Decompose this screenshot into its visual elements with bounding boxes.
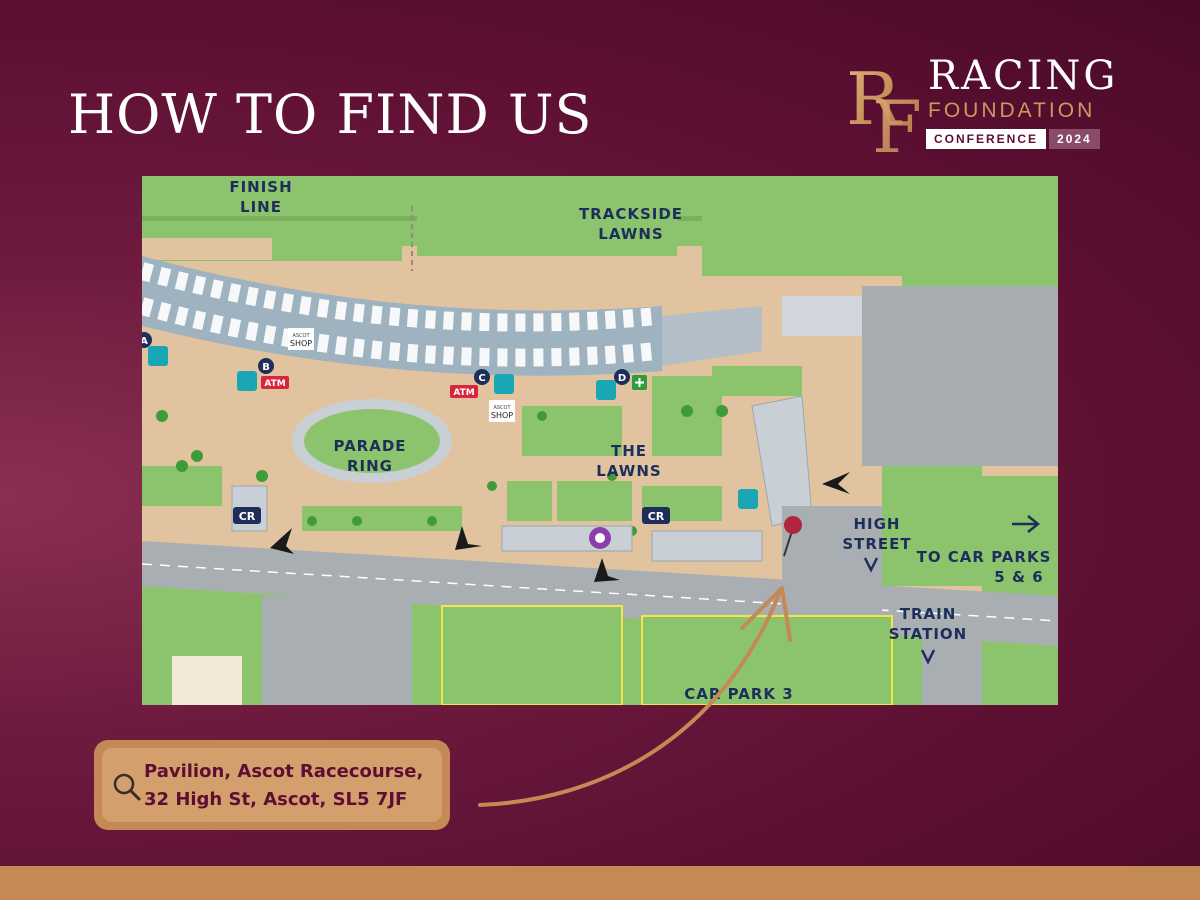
label-finish-line-2: LINE [240, 198, 282, 216]
marker-b[interactable]: B [258, 358, 274, 374]
venue-map[interactable]: A B ATM ASCOT SHOP C ATM ASCOT SHOP [142, 176, 1058, 705]
lawn-strip [302, 506, 462, 531]
entrance-arrow-icon [822, 472, 850, 494]
building-roadside-2 [651, 530, 763, 562]
building-roadside-1 [501, 525, 633, 552]
badge-year: 2024 [1049, 129, 1100, 149]
toilets-icon[interactable] [148, 346, 168, 366]
lawn-s1 [507, 481, 552, 521]
marker-a-label: A [142, 336, 148, 347]
baby-change-icon-inner [595, 533, 605, 543]
lawn-far-east [982, 476, 1058, 596]
cr-label: CR [239, 510, 256, 523]
grandstand-pattern-top [142, 262, 658, 332]
label-train-station: TRAIN [900, 605, 957, 623]
shop-label: SHOP [290, 339, 312, 348]
label-parade-ring-2: RING [347, 457, 393, 475]
monogram-f: F [872, 85, 922, 158]
badge-conference: CONFERENCE [926, 129, 1047, 149]
label-the-lawns-2: LAWNS [596, 462, 661, 480]
grandstand-east [662, 306, 762, 366]
page-title: HOW TO FIND US [68, 83, 593, 146]
brand-racing: RACING [928, 53, 1119, 99]
label-high-street: HIGH [853, 515, 900, 533]
parade-ring-grass [304, 409, 440, 473]
lawn-northeast [902, 176, 1058, 286]
grandstand-pattern-bottom [142, 297, 658, 367]
marker-c-label: C [478, 373, 485, 384]
grandstand-roof [142, 256, 662, 376]
shop-label: SHOP [491, 411, 513, 420]
brand-foundation: FOUNDATION [928, 99, 1096, 122]
conference-badge: CONFERENCE 2024 [926, 129, 1100, 149]
lawn-high-street [882, 466, 982, 586]
toilets-icon[interactable] [738, 489, 758, 509]
atm-label: ATM [453, 388, 474, 398]
marker-a[interactable]: A [142, 332, 152, 348]
south-car-park-west [262, 596, 412, 705]
cr-west[interactable]: CR [233, 507, 261, 524]
entrance-arrows [270, 472, 850, 582]
label-high-street-2: STREET [842, 535, 911, 553]
address-box-inner: Pavilion, Ascot Racecourse, 32 High St, … [102, 748, 442, 822]
direction-arrows [863, 515, 1041, 665]
racing-foundation-logo: R F RACING FOUNDATION CONFERENCE 2024 [842, 54, 1115, 169]
entrance-arrow-icon [594, 558, 620, 582]
south-west-plot [172, 656, 242, 705]
entrance-arrow-icon [270, 528, 294, 554]
train-station-road [922, 636, 982, 705]
search-icon [113, 773, 141, 801]
shop-west[interactable]: ASCOT SHOP [288, 328, 314, 350]
marker-d-label: D [618, 373, 626, 384]
lawn-s2 [557, 481, 632, 521]
lawn-w1 [142, 466, 222, 506]
label-finish-line: FINISH [229, 178, 292, 196]
label-to-car-parks: TO CAR PARKS [917, 548, 1052, 566]
arrow-right-icon [1012, 515, 1041, 533]
address-line-2: 32 High St, Ascot, SL5 7JF [144, 789, 408, 810]
building-e1 [782, 296, 862, 336]
atm-west[interactable]: ATM [261, 376, 289, 389]
shop-small-label: ASCOT [493, 405, 511, 411]
marker-d[interactable]: D [614, 369, 630, 385]
cr-label: CR [648, 510, 665, 523]
label-trackside-lawns-2: LAWNS [598, 225, 663, 243]
label-to-car-parks-2: 5 & 6 [994, 568, 1043, 586]
chevron-down-icon [920, 649, 936, 665]
address-line-1: Pavilion, Ascot Racecourse, [144, 761, 424, 782]
monogram-r: R [846, 57, 902, 141]
footer-bar [0, 866, 1200, 900]
label-trackside-lawns: TRACKSIDE [579, 205, 683, 223]
first-aid-icon[interactable] [632, 375, 647, 390]
atm-label: ATM [264, 379, 285, 389]
lawn-d2 [712, 366, 802, 396]
toilets-icon[interactable] [237, 371, 257, 391]
chevron-down-icon [863, 557, 879, 573]
south-plot [441, 605, 623, 705]
toilets-icon[interactable] [596, 380, 616, 400]
label-the-lawns: THE [611, 442, 647, 460]
path-west [142, 238, 272, 260]
entrance-arrow-icon [455, 526, 482, 550]
label-train-station-2: STATION [889, 625, 967, 643]
shop-central[interactable]: ASCOT SHOP [489, 400, 515, 422]
lawn-c [522, 406, 622, 456]
atm-central[interactable]: ATM [450, 385, 478, 398]
marker-c[interactable]: C [474, 369, 490, 385]
location-pin-icon[interactable] [783, 516, 802, 557]
address-box[interactable]: Pavilion, Ascot Racecourse, 32 High St, … [94, 740, 450, 830]
marker-b-label: B [262, 362, 270, 373]
lawn-east [702, 186, 902, 276]
rf-monogram-icon: R F [846, 57, 922, 169]
shop-small-label: ASCOT [292, 333, 310, 339]
trees [156, 405, 728, 536]
label-car-park-3: CAR PARK 3 [684, 685, 793, 703]
label-parade-ring: PARADE [333, 437, 406, 455]
cr-east[interactable]: CR [642, 507, 670, 524]
trackside-lawn [417, 206, 677, 256]
toilets-icon[interactable] [494, 374, 514, 394]
east-car-park [862, 286, 1058, 466]
